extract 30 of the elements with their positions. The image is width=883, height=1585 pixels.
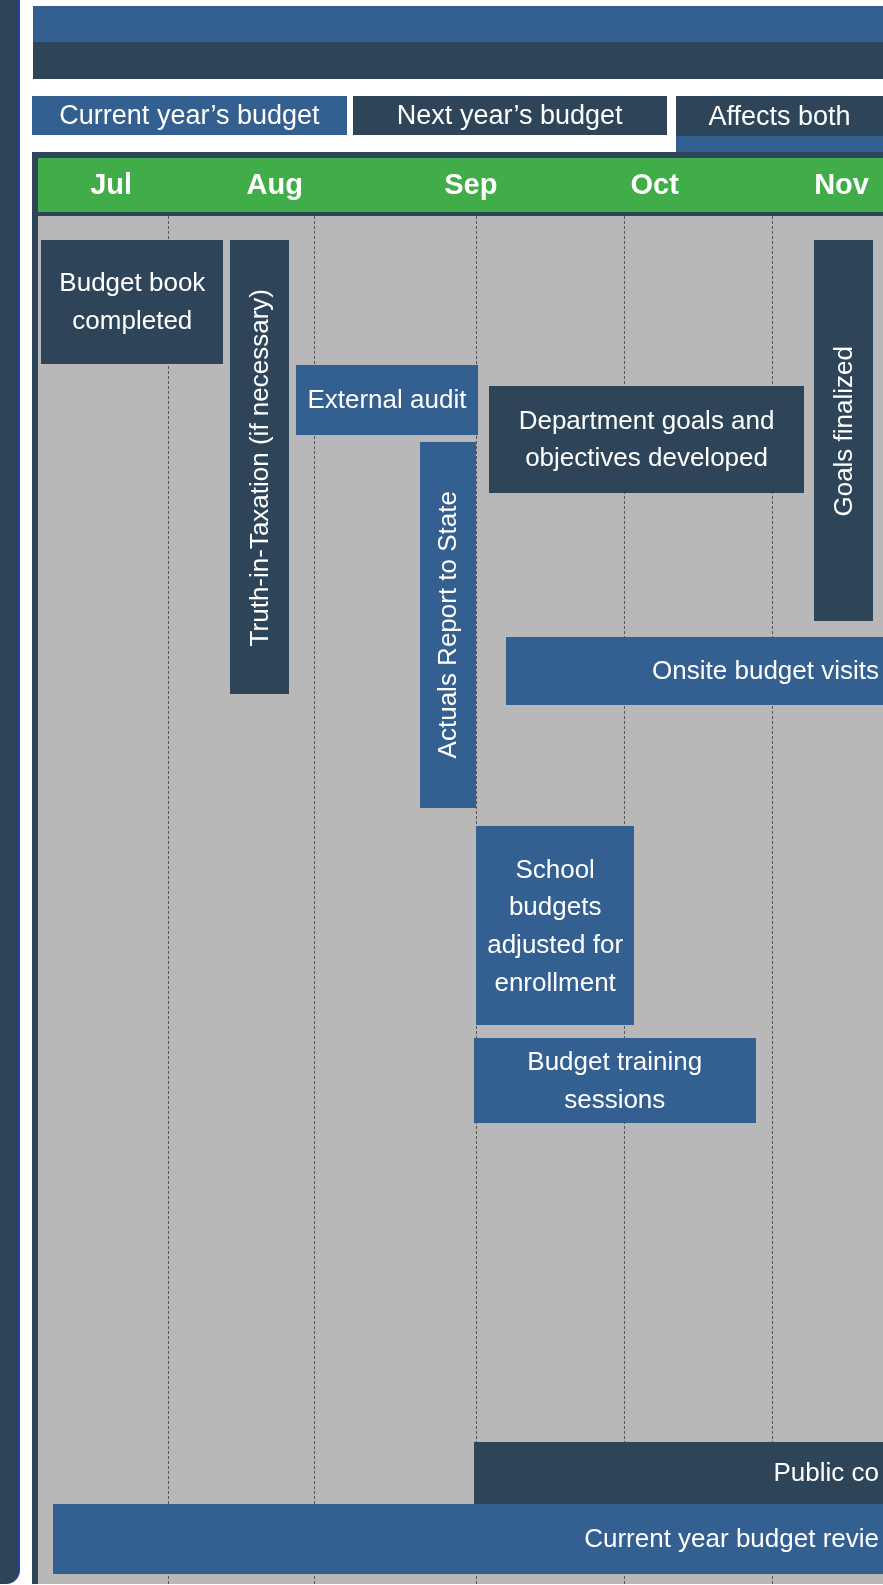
task-bar [52,1504,883,1575]
task-bar [473,1441,883,1505]
month-label: Oct [630,167,679,201]
task-label: Public co [773,1456,879,1490]
legend-item: Affects both [675,95,883,137]
legend-item: Next year’s budget [352,95,667,136]
task-label: Budget training sessions [526,1044,704,1116]
task-bar [814,240,873,622]
task-bar [41,240,224,364]
month-label: Jul [90,167,133,201]
task-bar [488,385,805,493]
task-label: Truth-in-Taxation (if necessary) [242,288,275,646]
task-label: External audit [307,383,467,417]
task-label: School budgets adjusted for enrollment [486,852,625,999]
task-label: Budget book completed [58,266,207,338]
task-bar [296,364,478,436]
task-bar [420,441,476,809]
task-label: Current year budget revie [584,1522,879,1556]
task-label: Department goals and objectives developed [517,403,776,475]
legend-item: Current year’s budget [32,95,347,136]
task-label: Actuals Report to State [431,491,464,759]
task-bar [506,637,883,706]
task-label: Goals finalized [826,345,859,517]
task-bar [473,1037,756,1124]
month-label: Aug [246,167,303,201]
task-label: Onsite budget visits [652,654,879,688]
month-label: Nov [814,167,869,201]
month-label: Sep [444,167,498,201]
task-bar [475,826,635,1026]
task-bar [230,240,289,695]
